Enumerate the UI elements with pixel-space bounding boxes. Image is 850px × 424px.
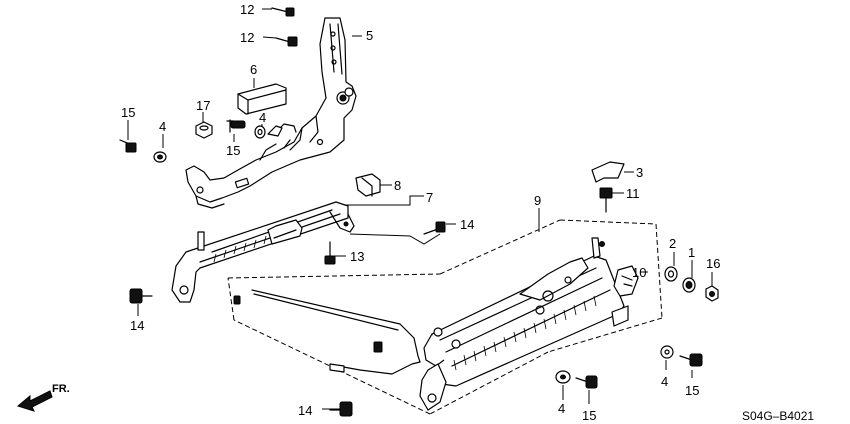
bolt-part-15-lower-right bbox=[679, 353, 703, 367]
callout-7: 7 bbox=[426, 190, 433, 205]
callout-4: 4 bbox=[159, 119, 166, 134]
clip-part-8 bbox=[355, 173, 381, 197]
bolt-part-13 bbox=[324, 241, 336, 265]
cover-part-3 bbox=[591, 161, 625, 183]
bolt-part-15-left bbox=[119, 139, 137, 153]
bolt-part-12-upper bbox=[271, 7, 295, 17]
clip-part-10 bbox=[613, 265, 639, 297]
seat-track-left bbox=[171, 201, 355, 303]
callout-5: 5 bbox=[366, 28, 373, 43]
callout-4: 4 bbox=[661, 374, 668, 389]
callout-12: 12 bbox=[240, 30, 254, 45]
cover-part-6 bbox=[237, 83, 287, 115]
callout-13: 13 bbox=[350, 249, 364, 264]
callout-15: 15 bbox=[226, 143, 240, 158]
bolt-part-15-lower-center bbox=[575, 375, 598, 389]
front-label: FR. bbox=[52, 383, 70, 395]
washer-part-2 bbox=[664, 266, 678, 282]
diagram-code: S04G–B4021 bbox=[742, 409, 814, 423]
callout-2: 2 bbox=[669, 236, 676, 251]
callout-10: 10 bbox=[632, 265, 646, 280]
front-direction-arrow: FR. bbox=[16, 383, 70, 412]
washer-part-4-left bbox=[153, 151, 167, 163]
callout-12: 12 bbox=[240, 2, 254, 17]
callout-1: 1 bbox=[688, 245, 695, 260]
callout-3: 3 bbox=[636, 165, 643, 180]
bolt-part-12-lower bbox=[275, 36, 298, 47]
washer-part-4-lower-right bbox=[660, 345, 674, 359]
bolt-part-14-left bbox=[129, 288, 153, 304]
callout-labels: 12 12 5 6 17 15 4 4 15 8 7 14 13 14 14 9… bbox=[121, 2, 720, 423]
recliner-bracket-part-5 bbox=[185, 17, 357, 209]
callout-14: 14 bbox=[298, 403, 312, 418]
leader-lines bbox=[127, 8, 713, 410]
callout-9: 9 bbox=[534, 193, 541, 208]
callout-15: 15 bbox=[582, 408, 596, 423]
callout-8: 8 bbox=[394, 178, 401, 193]
callout-11: 11 bbox=[626, 186, 640, 201]
seat-track-assy-part-9 bbox=[227, 219, 663, 415]
bolt-part-14-center bbox=[423, 221, 446, 235]
washer-part-4-recliner bbox=[254, 125, 266, 139]
callout-15: 15 bbox=[685, 383, 699, 398]
nut-part-16 bbox=[705, 285, 719, 302]
callout-17: 17 bbox=[196, 98, 210, 113]
bushing-part-1 bbox=[682, 277, 696, 293]
callout-15: 15 bbox=[121, 105, 135, 120]
callout-4: 4 bbox=[558, 401, 565, 416]
nut-part-17 bbox=[195, 121, 213, 139]
callout-16: 16 bbox=[706, 256, 720, 271]
callout-4: 4 bbox=[259, 110, 266, 125]
callout-14: 14 bbox=[130, 318, 144, 333]
callout-6: 6 bbox=[250, 62, 257, 77]
bolt-part-11 bbox=[599, 187, 613, 213]
washer-part-4-lower-center bbox=[555, 370, 571, 384]
bolt-part-15-recliner bbox=[226, 119, 246, 133]
callout-14: 14 bbox=[460, 217, 474, 232]
